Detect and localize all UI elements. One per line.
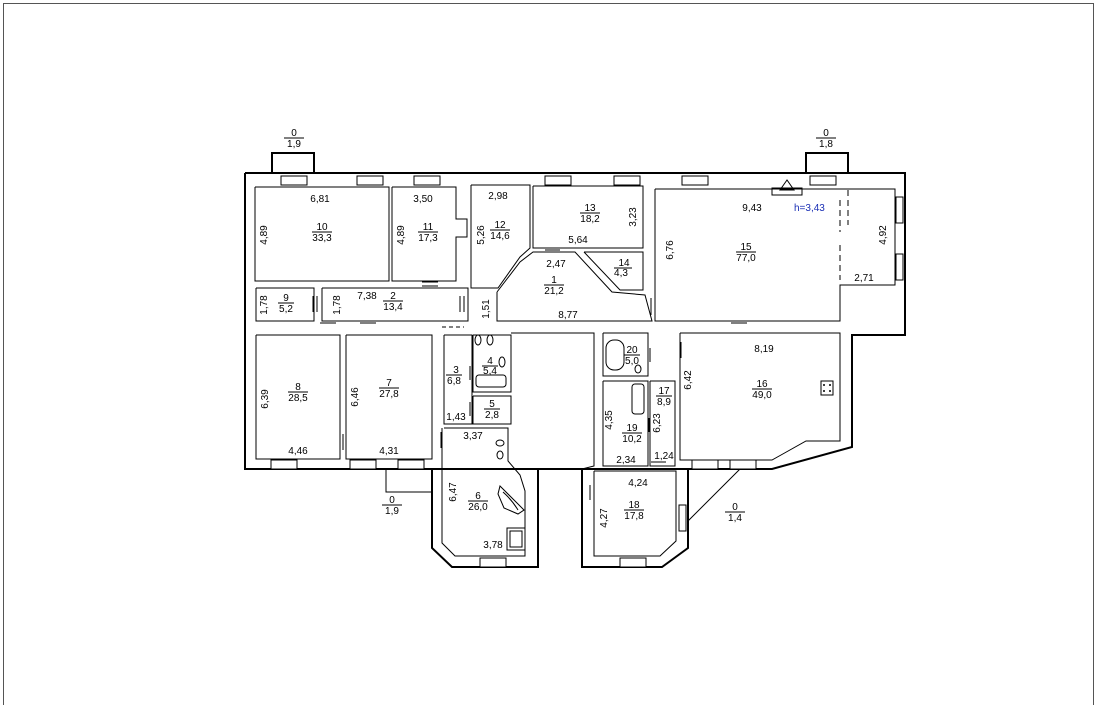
room-area: 2,8 xyxy=(485,410,499,421)
room-area: 77,0 xyxy=(736,253,756,264)
room-labels: 10 33,3 11 17,3 12 14,6 13 18,2 14 4,3 1… xyxy=(278,128,836,524)
room-number: 20 xyxy=(626,345,638,356)
room-area: 13,4 xyxy=(383,302,403,313)
room-number: 18 xyxy=(628,500,640,511)
room-number: 2 xyxy=(390,291,396,302)
room-area: 28,5 xyxy=(288,393,308,404)
room-area: 5,2 xyxy=(279,304,293,315)
dimension-label: 7,38 xyxy=(357,291,377,302)
balcony-number: 0 xyxy=(389,495,395,506)
balcony-number: 0 xyxy=(732,502,738,513)
room-number: 6 xyxy=(475,491,481,502)
room-number: 16 xyxy=(756,379,768,390)
dimension-label: 2,47 xyxy=(546,259,566,270)
room-number: 1 xyxy=(551,275,557,286)
balcony-number: 0 xyxy=(291,128,297,139)
dimension-label: 3,37 xyxy=(463,431,483,442)
dimension-label: 4,27 xyxy=(599,508,610,528)
room-area: 5,4 xyxy=(483,366,497,377)
room-area: 4,3 xyxy=(614,268,628,279)
dimension-label: 8,77 xyxy=(558,310,578,321)
room-area: 21,2 xyxy=(544,286,564,297)
room-area: 14,6 xyxy=(490,231,510,242)
room-area: 17,3 xyxy=(418,233,438,244)
dimension-label: 2,98 xyxy=(488,191,508,202)
dimension-label: 4,31 xyxy=(379,446,399,457)
room-area: 18,2 xyxy=(580,214,600,225)
room-area: 5,0 xyxy=(625,356,639,367)
room-number: 3 xyxy=(453,365,459,376)
dimension-label: 6,23 xyxy=(652,413,663,433)
dimension-label: 6,81 xyxy=(310,194,330,205)
ceiling-height-label: h=3,43 xyxy=(794,203,825,214)
room-number: 13 xyxy=(584,203,596,214)
room-number: 11 xyxy=(423,222,434,233)
room-area: 27,8 xyxy=(379,389,399,400)
dimension-label: 6,42 xyxy=(683,370,694,390)
dimension-label: 5,26 xyxy=(476,225,487,245)
room-area: 8,9 xyxy=(657,397,671,408)
outer-walls xyxy=(244,152,906,568)
dimension-label: 2,34 xyxy=(616,455,636,466)
balcony-area: 1,9 xyxy=(385,506,399,517)
dashed-partitions xyxy=(442,190,849,328)
door-marks xyxy=(312,249,747,500)
drawing-frame xyxy=(3,3,1094,705)
balcony-number: 0 xyxy=(823,128,829,139)
dimension-label: 9,43 xyxy=(742,203,762,214)
dimension-label: 4,35 xyxy=(604,410,615,430)
dimension-labels: 6,81 4,89 3,50 4,89 2,98 5,26 3,23 5,64 … xyxy=(259,191,889,551)
room-number: 10 xyxy=(316,222,328,233)
balcony-area: 1,4 xyxy=(728,513,742,524)
dimension-label: 5,64 xyxy=(568,235,588,246)
dimension-label: 3,50 xyxy=(413,194,433,205)
dimension-label: 6,76 xyxy=(665,240,676,260)
dimension-label: 4,24 xyxy=(628,478,648,489)
room-area: 6,8 xyxy=(447,376,461,387)
room-number: 14 xyxy=(618,258,630,269)
dimension-label: 3,78 xyxy=(483,540,503,551)
dimension-label: 4,89 xyxy=(259,225,270,245)
room-area: 17,8 xyxy=(624,511,644,522)
dimension-label: 6,39 xyxy=(260,389,271,409)
room-number: 17 xyxy=(658,386,670,397)
windows xyxy=(270,175,904,568)
room-number: 19 xyxy=(626,423,638,434)
dimension-label: 1,24 xyxy=(654,451,674,462)
room-number: 5 xyxy=(489,399,495,410)
dimension-label: 1,51 xyxy=(481,299,492,319)
room-area: 49,0 xyxy=(752,390,772,401)
dimension-label: 8,19 xyxy=(754,344,774,355)
room-area: 26,0 xyxy=(468,502,488,513)
balcony-area: 1,8 xyxy=(819,139,833,150)
dimension-label: 2,71 xyxy=(854,273,874,284)
room-area: 33,3 xyxy=(312,233,332,244)
room-number: 9 xyxy=(283,293,289,304)
dimension-label: 4,89 xyxy=(396,225,407,245)
interior-walls xyxy=(254,184,896,557)
dimension-label: 3,23 xyxy=(628,207,639,227)
dimension-label: 4,92 xyxy=(878,225,889,245)
dimension-label: 1,78 xyxy=(259,295,270,315)
room-area: 10,2 xyxy=(622,434,642,445)
dimension-label: 1,43 xyxy=(446,412,466,423)
room-number: 4 xyxy=(487,356,493,367)
dimension-label: 1,78 xyxy=(332,295,343,315)
room-number: 15 xyxy=(740,242,752,253)
dimension-label: 4,46 xyxy=(288,446,308,457)
room-number: 7 xyxy=(386,378,392,389)
room-number: 12 xyxy=(494,220,506,231)
balcony-area: 1,9 xyxy=(287,139,301,150)
dimension-label: 6,47 xyxy=(448,482,459,502)
fixtures xyxy=(474,179,834,551)
dimension-label: 6,46 xyxy=(350,387,361,407)
room-number: 8 xyxy=(295,382,301,393)
